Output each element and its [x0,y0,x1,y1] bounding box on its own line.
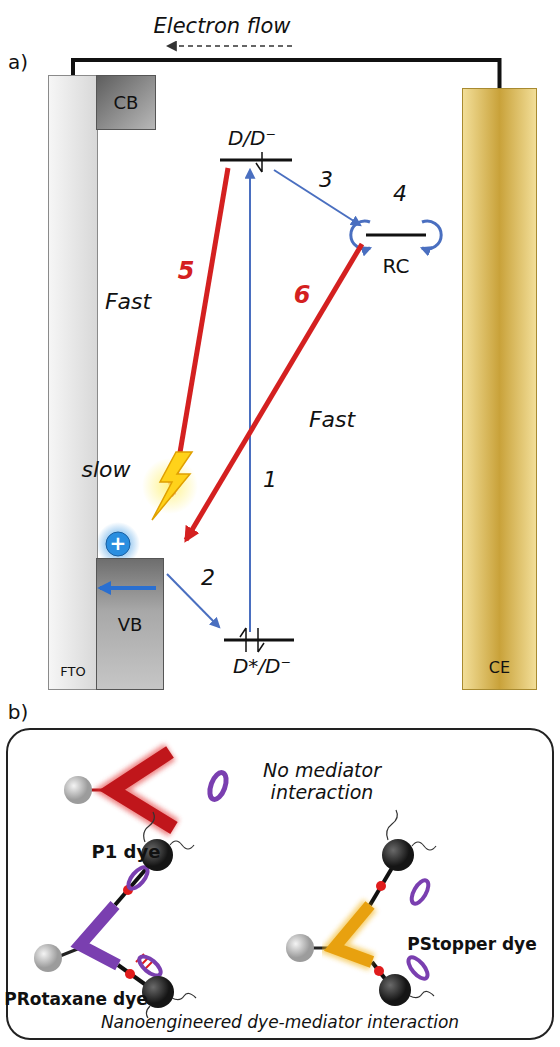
stopper-dye-figure [334,905,372,962]
rotaxane-dye-figure [125,969,135,979]
node-text: CE [489,658,510,677]
callout-number: 1 [263,467,277,492]
rotaxane-dye-figure [136,953,164,979]
hole-transfer-arrow [100,588,156,589]
stopper-dye-figure [286,934,314,962]
level-label: D/D⁻ [228,127,276,150]
electron-flow-arrow [168,45,292,47]
hole-symbol [106,532,130,556]
energy-levels [220,152,426,652]
energy-levels [240,628,246,652]
electron-flow-arrow [168,46,292,47]
stopper-dye-figure [334,905,372,962]
hole-sign: + [110,532,127,555]
stopper-dye-figure [372,962,386,980]
callout-number: 2 [201,565,215,590]
hole-transfer-arrow [100,586,156,590]
dye-label: PStopper dye [407,935,536,955]
energy-levels [220,159,292,162]
energy-levels [258,628,264,652]
recombination-bolt [142,452,198,520]
p1-dye-figure [112,752,174,828]
note-label: No mediator interaction [247,760,397,804]
panel-letter: b) [8,701,29,724]
energy-levels [366,234,426,237]
process-arrows [173,168,228,494]
energy-levels [256,152,262,172]
rotaxane-dye-figure [115,862,152,905]
process-arrows [249,170,251,632]
rotaxane-dye-figure [125,864,151,892]
rotaxane-dye-figure [34,944,62,972]
callout-number: 6 [294,282,311,310]
stopper-dye-figure [370,868,392,905]
p1-dye-figure [207,770,230,801]
level-label: D*/D⁻ [233,655,291,678]
panel-letter: a) [8,51,28,74]
stopper-dye-figure [405,954,431,982]
stopper-dye-figure [387,810,436,998]
valence-band: VB [96,558,164,690]
node-text: Nanoengineered dye-mediator interaction [101,1012,459,1032]
stopper-dye-figure [382,839,414,871]
fto-electrode: FTO [48,75,98,690]
stopper-dye-figure [379,974,411,1006]
callout-number: 3 [319,167,333,192]
callout-number: 4 [393,181,407,206]
stopper-dye-figure [376,881,386,891]
process-arrows [167,168,441,632]
node-text: FTO [60,664,85,679]
p1-dye-figure [64,752,229,828]
dye-label: PRotaxane dye [4,990,148,1010]
counter-electrode: CE [462,88,537,690]
process-arrows [186,244,362,540]
stopper-dye-figure [374,966,384,976]
recombination-bolt [152,452,192,520]
p1-dye-figure [64,776,92,804]
rotaxane-dye-figure [34,812,196,1018]
level-label: RC [383,255,410,278]
callout-number: 5 [178,258,195,286]
node-text: CB [114,92,139,113]
rate-label: Fast [105,289,151,314]
flow-label: Electron flow [154,14,291,38]
node-text: VB [118,614,143,635]
rate-label: Fast [309,407,355,432]
stopper-dye-figure [408,878,431,907]
rate-label: slow [81,457,130,482]
p1-dye-figure [112,752,174,828]
process-arrows [274,170,360,225]
rotaxane-dye-figure [80,905,118,965]
conduction-band: CB [96,75,156,130]
process-arrows [422,221,441,249]
dye-label: P1 dye [92,842,161,863]
energy-levels [224,639,294,642]
stopper-dye-figure [286,810,436,1006]
